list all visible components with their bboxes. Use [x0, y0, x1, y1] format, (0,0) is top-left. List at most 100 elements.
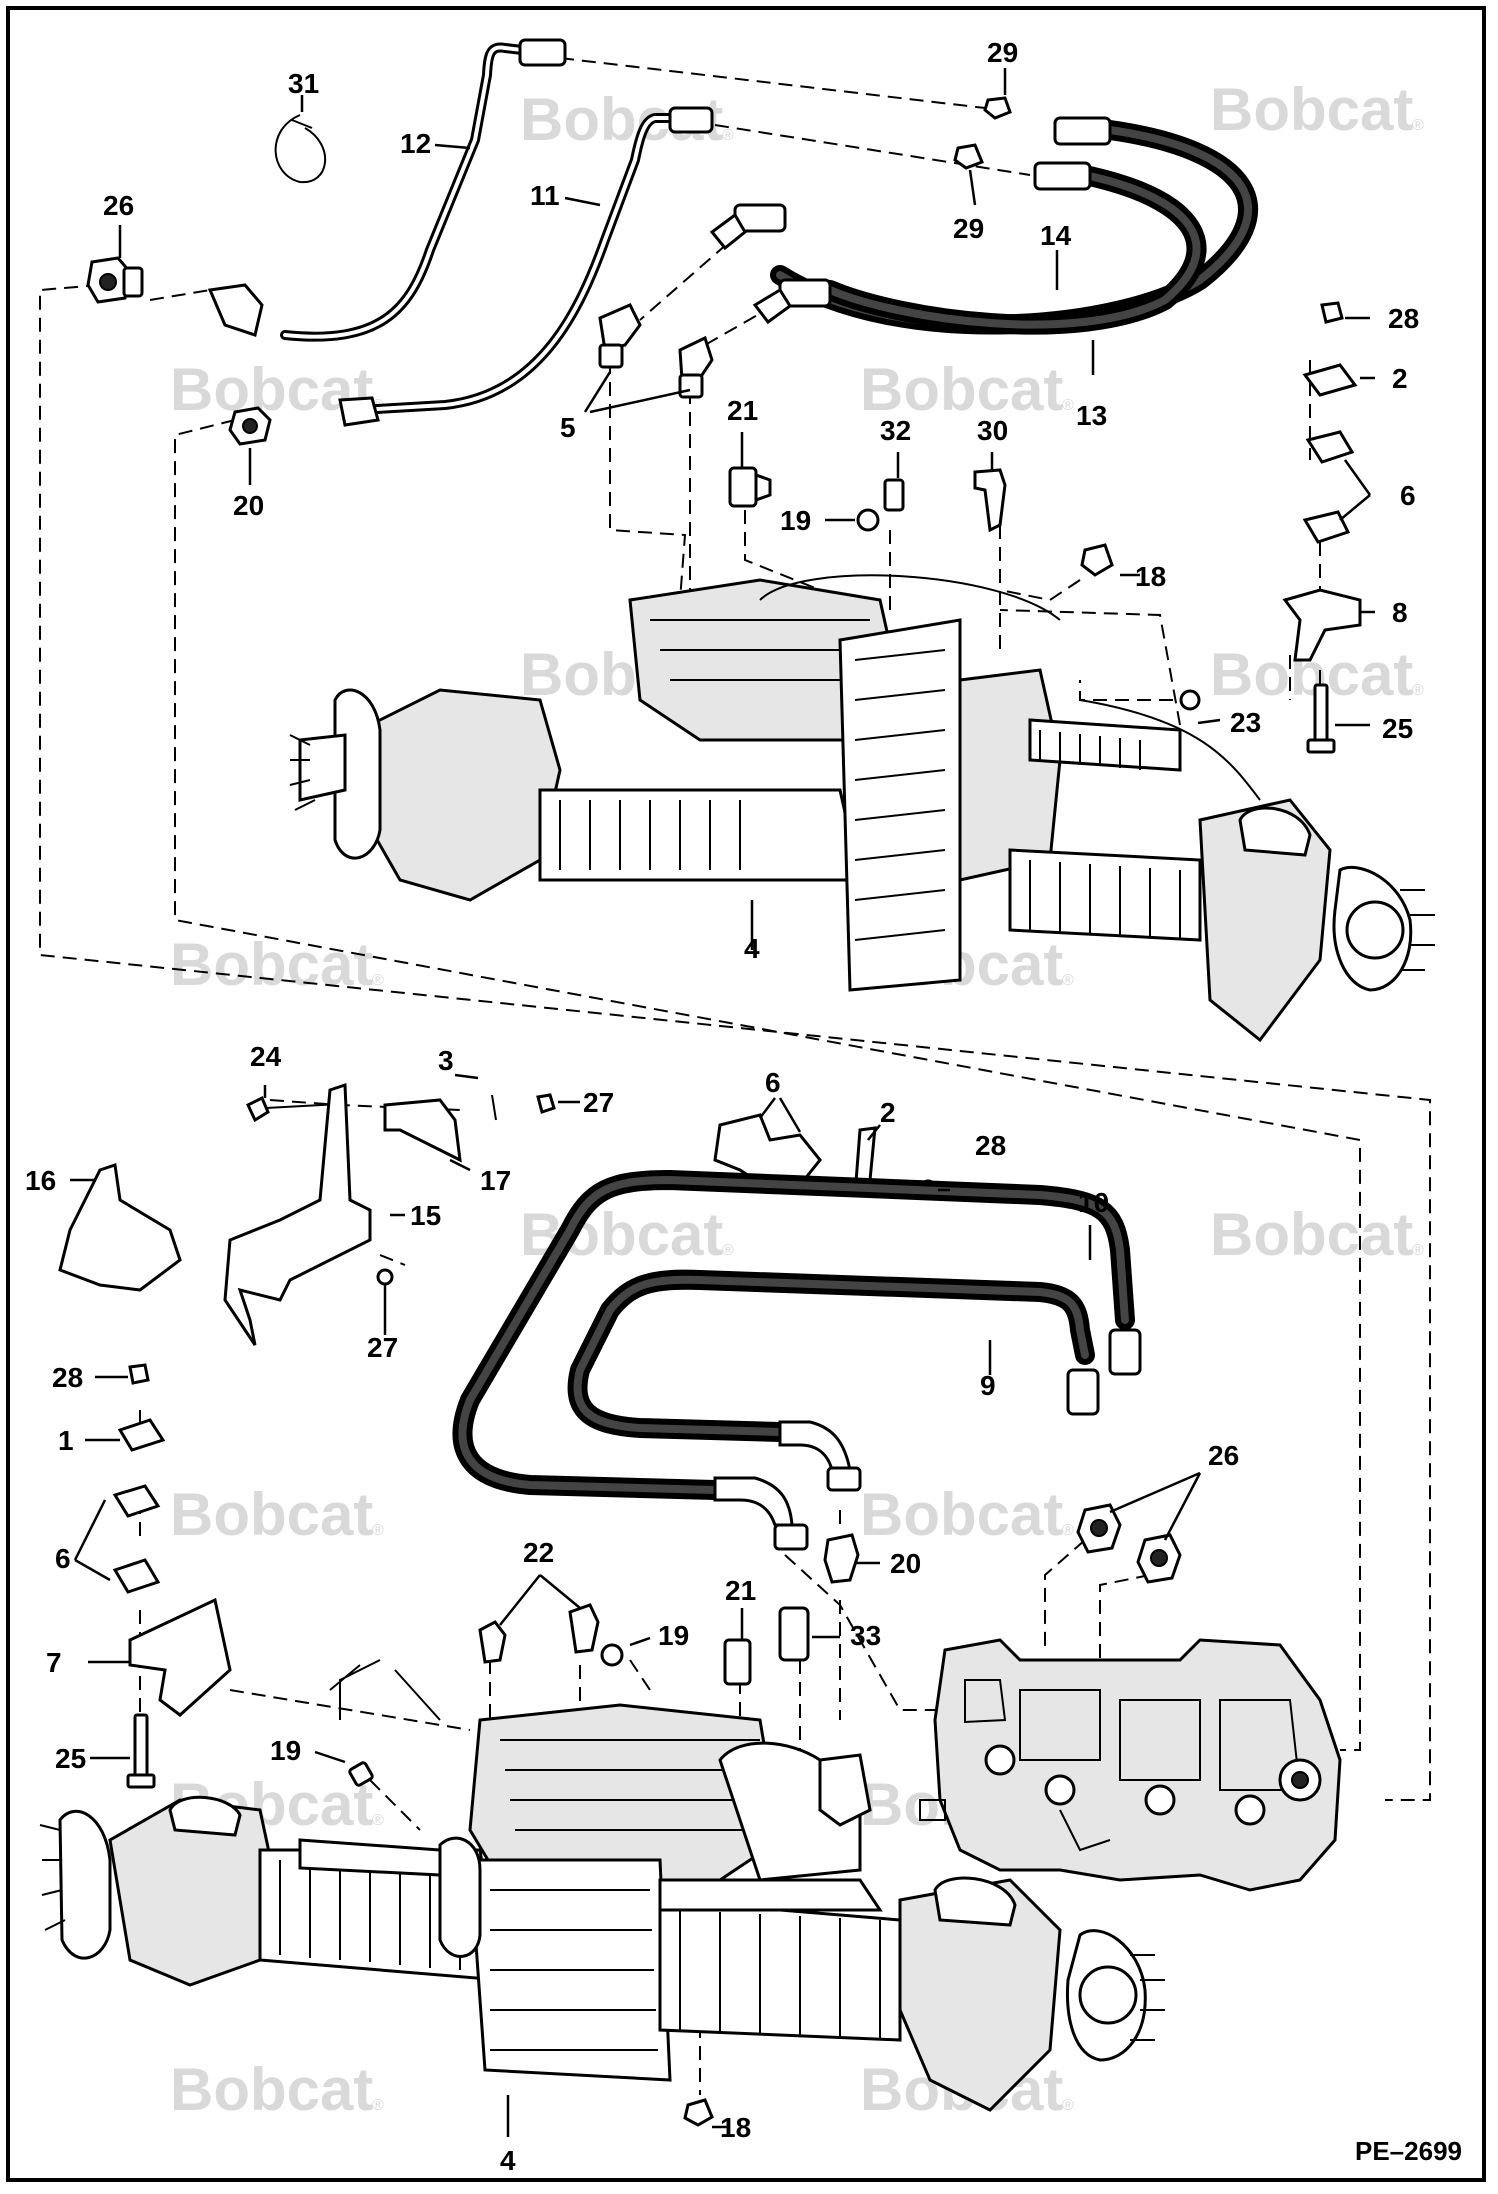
callout-26-upper: 26 [103, 190, 134, 221]
svg-text:Bobcat: Bobcat [170, 1481, 373, 1548]
spacer-3 [491, 1094, 497, 1121]
callout-29-a: 29 [987, 37, 1018, 68]
tube-12 [207, 38, 567, 342]
fitting-33 [778, 1606, 810, 1662]
svg-text:®: ® [1412, 1242, 1424, 1259]
bolt-25-lower [126, 1713, 156, 1789]
svg-text:®: ® [372, 1522, 384, 1539]
nut-28-upper [1320, 301, 1344, 324]
callout-2-upper: 2 [1392, 363, 1408, 394]
elbow-22 [478, 1603, 600, 1664]
svg-text:®: ® [372, 972, 384, 989]
hose-10 [452, 1170, 1142, 1551]
hose-13 [752, 161, 1207, 335]
watermark: Bobcat ® [170, 2056, 384, 2123]
bracket-17 [383, 1098, 462, 1163]
callout-6-lower-a: 6 [765, 1067, 781, 1098]
callout-20-lower: 20 [890, 1548, 921, 1579]
callout-18-upper: 18 [1135, 561, 1166, 592]
svg-text:Bobcat: Bobcat [170, 356, 373, 423]
callout-21-upper: 21 [727, 395, 758, 426]
callout-4-upper: 4 [744, 933, 760, 964]
hose-9 [567, 1269, 1100, 1492]
fitting-20-upper [228, 406, 272, 446]
plug-19-lower-a [600, 1643, 624, 1667]
callout-25-upper: 25 [1382, 713, 1413, 744]
callout-labels: 31 12 11 26 20 29 29 14 13 5 21 32 30 19… [25, 37, 1419, 2176]
callout-27-a: 27 [583, 1087, 614, 1118]
clamp-6-upper [1302, 430, 1355, 544]
svg-text:®: ® [372, 2097, 384, 2114]
svg-text:Bobcat: Bobcat [860, 356, 1063, 423]
nut-29-a [983, 96, 1012, 120]
callout-11: 11 [530, 180, 560, 211]
callout-28-lower-a: 28 [975, 1130, 1006, 1161]
tube-11 [338, 106, 714, 427]
callout-23: 23 [1230, 707, 1261, 738]
axle-assembly-4-upper [289, 574, 1435, 1043]
callout-12: 12 [400, 128, 431, 159]
svg-text:®: ® [1062, 2097, 1074, 2114]
callout-33: 33 [850, 1620, 881, 1651]
nut-29-b [953, 143, 984, 170]
cap-18-upper [1080, 543, 1114, 577]
callout-13: 13 [1076, 400, 1107, 431]
svg-text:Bobcat: Bobcat [1210, 1201, 1413, 1268]
nut-23 [1179, 689, 1201, 711]
svg-text:®: ® [722, 127, 734, 144]
fitting-26-lower [1076, 1503, 1182, 1584]
fitting-20-lower [823, 1533, 860, 1584]
bolt-25-upper [1306, 683, 1336, 754]
callout-2-lower: 2 [880, 1097, 896, 1128]
watermark: Bobcat ® [1210, 1201, 1424, 1268]
svg-text:®: ® [1412, 682, 1424, 699]
cap-18-lower [683, 2098, 714, 2127]
plate-1 [117, 1418, 166, 1452]
callout-3: 3 [438, 1045, 454, 1076]
svg-text:®: ® [1062, 1522, 1074, 1539]
svg-text:®: ® [1062, 397, 1074, 414]
callout-29-b: 29 [953, 213, 984, 244]
plate-2-upper [1302, 363, 1358, 397]
diagram-border [6, 6, 1486, 2182]
callout-28-upper: 28 [1388, 303, 1419, 334]
svg-text:®: ® [722, 1242, 734, 1259]
callout-8: 8 [1392, 597, 1408, 628]
callout-31: 31 [288, 68, 319, 99]
watermark: Bobcat ® [170, 931, 384, 998]
fitting-30 [973, 468, 1007, 533]
callout-1: 1 [58, 1425, 74, 1456]
callout-26-lower: 26 [1208, 1440, 1239, 1471]
screw-24 [246, 1095, 341, 1123]
svg-text:®: ® [1412, 117, 1424, 134]
callout-27-b: 27 [367, 1332, 398, 1363]
svg-text:Bobcat: Bobcat [170, 931, 373, 998]
shield-15 [223, 1082, 372, 1346]
svg-text:®: ® [372, 1812, 384, 1829]
pump-assembly [919, 1638, 1342, 1892]
callout-6-lower-b: 6 [55, 1543, 71, 1574]
callout-16: 16 [25, 1165, 56, 1196]
watermark: Bobcat ® [860, 356, 1074, 423]
callout-6-upper: 6 [1400, 480, 1416, 511]
shield-16 [58, 1163, 182, 1292]
callout-19-upper: 19 [780, 505, 811, 536]
callout-10: 10 [1078, 1187, 1109, 1218]
clamp-6-lower-a [713, 1113, 822, 1192]
clamp-6-lower-b [112, 1484, 161, 1594]
watermark: Bobcat ® [1210, 76, 1424, 143]
axle-assembly-4-lower [39, 1659, 1165, 2112]
callout-25-lower: 25 [55, 1743, 86, 1774]
watermark: Bobcat ® [860, 1481, 1074, 1548]
callout-14: 14 [1040, 220, 1072, 251]
callout-4-lower: 4 [500, 2145, 516, 2176]
fitting-26-upper [86, 256, 144, 304]
callout-5: 5 [560, 412, 576, 443]
svg-text:®: ® [1062, 972, 1074, 989]
bracket-7 [128, 1597, 232, 1717]
callout-22: 22 [523, 1537, 554, 1568]
bracket-8 [1282, 588, 1362, 662]
plug-19-upper [856, 508, 880, 532]
svg-text:Bobcat: Bobcat [170, 2056, 373, 2123]
